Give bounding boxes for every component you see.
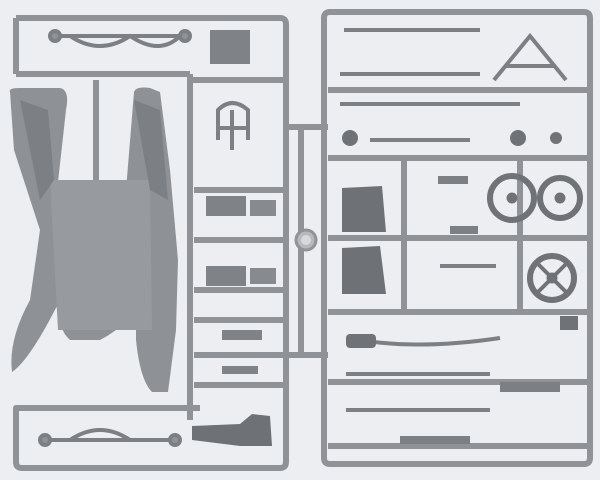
small-part	[400, 436, 470, 444]
a-frame-part	[492, 32, 568, 82]
block-part	[206, 196, 246, 216]
wheel-part	[487, 173, 537, 223]
wheel-part	[537, 175, 583, 221]
right-sprue-frame	[321, 9, 593, 467]
gear-part	[510, 130, 526, 146]
small-part	[560, 316, 578, 330]
gear-part	[342, 130, 358, 146]
block-part	[250, 268, 276, 284]
front-axle-part	[48, 29, 192, 48]
left-sprue-frame	[13, 15, 289, 471]
center-connector	[284, 124, 328, 358]
small-part	[500, 382, 560, 392]
frame-part	[216, 101, 250, 150]
seat-part	[342, 246, 386, 294]
engine-part	[192, 414, 272, 446]
gear-part	[550, 132, 562, 144]
small-part	[346, 334, 376, 348]
seat-part	[342, 186, 386, 232]
small-part	[438, 176, 468, 184]
small-part	[222, 330, 262, 340]
block-part	[250, 200, 276, 216]
box-part	[210, 30, 250, 64]
rear-axle-part	[38, 428, 182, 447]
rod-parts	[340, 28, 520, 412]
chassis-part	[9, 87, 179, 392]
small-part	[222, 366, 258, 374]
block-part	[206, 266, 246, 286]
wheel-part	[527, 253, 577, 303]
small-part	[450, 226, 478, 234]
